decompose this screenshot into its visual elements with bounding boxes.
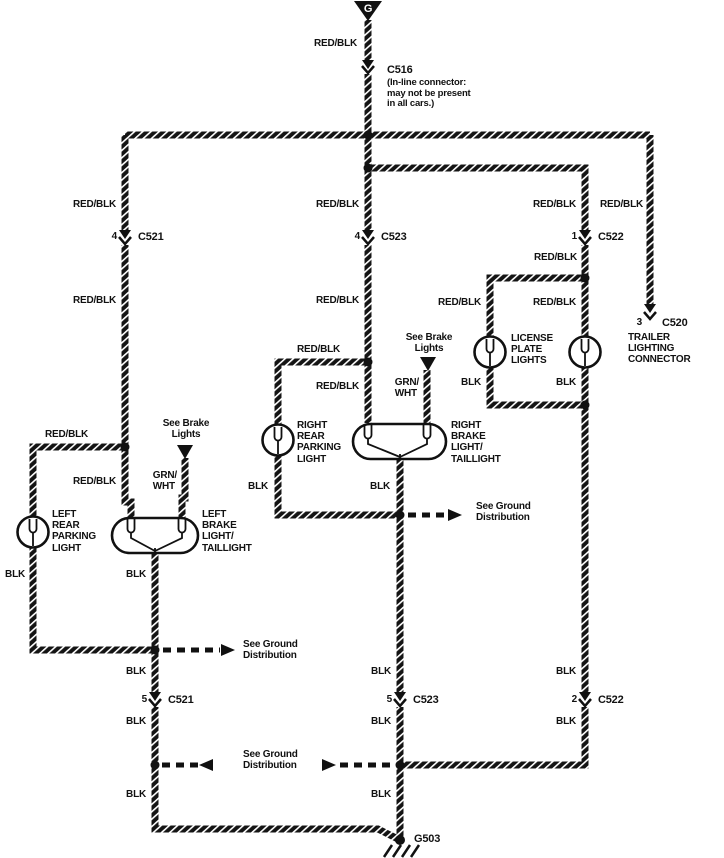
wire-license-left-ground (486, 367, 585, 409)
wire-left-brake-feed (178, 458, 189, 518)
junction-dot (395, 760, 405, 770)
junction-dot (120, 442, 130, 452)
left-rear-parking-bulb (16, 515, 50, 549)
wire-left-taillight-feed (121, 447, 135, 518)
connector-symbols (118, 60, 657, 708)
right-rear-parking-bulb (261, 423, 295, 457)
wire-runs (29, 20, 654, 844)
wire-left-parking-feed (29, 443, 125, 517)
wire-left-parking-ground (29, 546, 155, 654)
junction-dot (580, 273, 590, 283)
license-plate-bulb-right (568, 335, 602, 369)
wire-c522-ground-lower (400, 707, 589, 769)
c523-bottom-connector-symbol (393, 692, 407, 708)
see-ground-mid-arrow (221, 644, 235, 656)
c521-top-connector-symbol (118, 230, 132, 246)
junction-dot (363, 130, 373, 140)
callout-dashes (162, 512, 447, 768)
callout-arrows (199, 509, 462, 771)
c522-bottom-connector-symbol (578, 692, 592, 708)
power-source-g-triangle (354, 1, 382, 21)
c523-top-connector-symbol (361, 230, 375, 246)
see-ground-bottom-arrow-right (322, 759, 336, 771)
c521-bottom-connector-symbol (148, 692, 162, 708)
junction-dot (363, 357, 373, 367)
wire-right-parking-feed (274, 358, 368, 425)
wire-c522-rail (368, 164, 589, 231)
ground-g503-symbol (382, 835, 421, 858)
see-brake-lights-right-arrow (420, 357, 436, 371)
junction-dot (395, 510, 405, 520)
junction-dots (120, 130, 590, 770)
right-brake-taillight-bulb (351, 422, 448, 461)
see-brake-lights-left-arrow (177, 445, 193, 459)
junction-dot (363, 163, 373, 173)
c522-top-connector-symbol (578, 230, 592, 246)
junction-dot (580, 400, 590, 410)
license-plate-bulb-left (473, 335, 507, 369)
see-ground-right-arrow (448, 509, 462, 521)
wire-license-left-feed (486, 274, 585, 338)
junction-dot (150, 760, 160, 770)
bulbs (16, 335, 602, 555)
left-brake-taillight-bulb (110, 516, 200, 555)
c516-connector-symbol (361, 60, 375, 75)
see-ground-bottom-arrow-left (199, 759, 213, 771)
wire-right-parking-ground (274, 455, 400, 519)
wire-left-ground-lower (151, 707, 402, 844)
c520-connector-symbol (643, 304, 657, 321)
junction-dot (150, 645, 160, 655)
